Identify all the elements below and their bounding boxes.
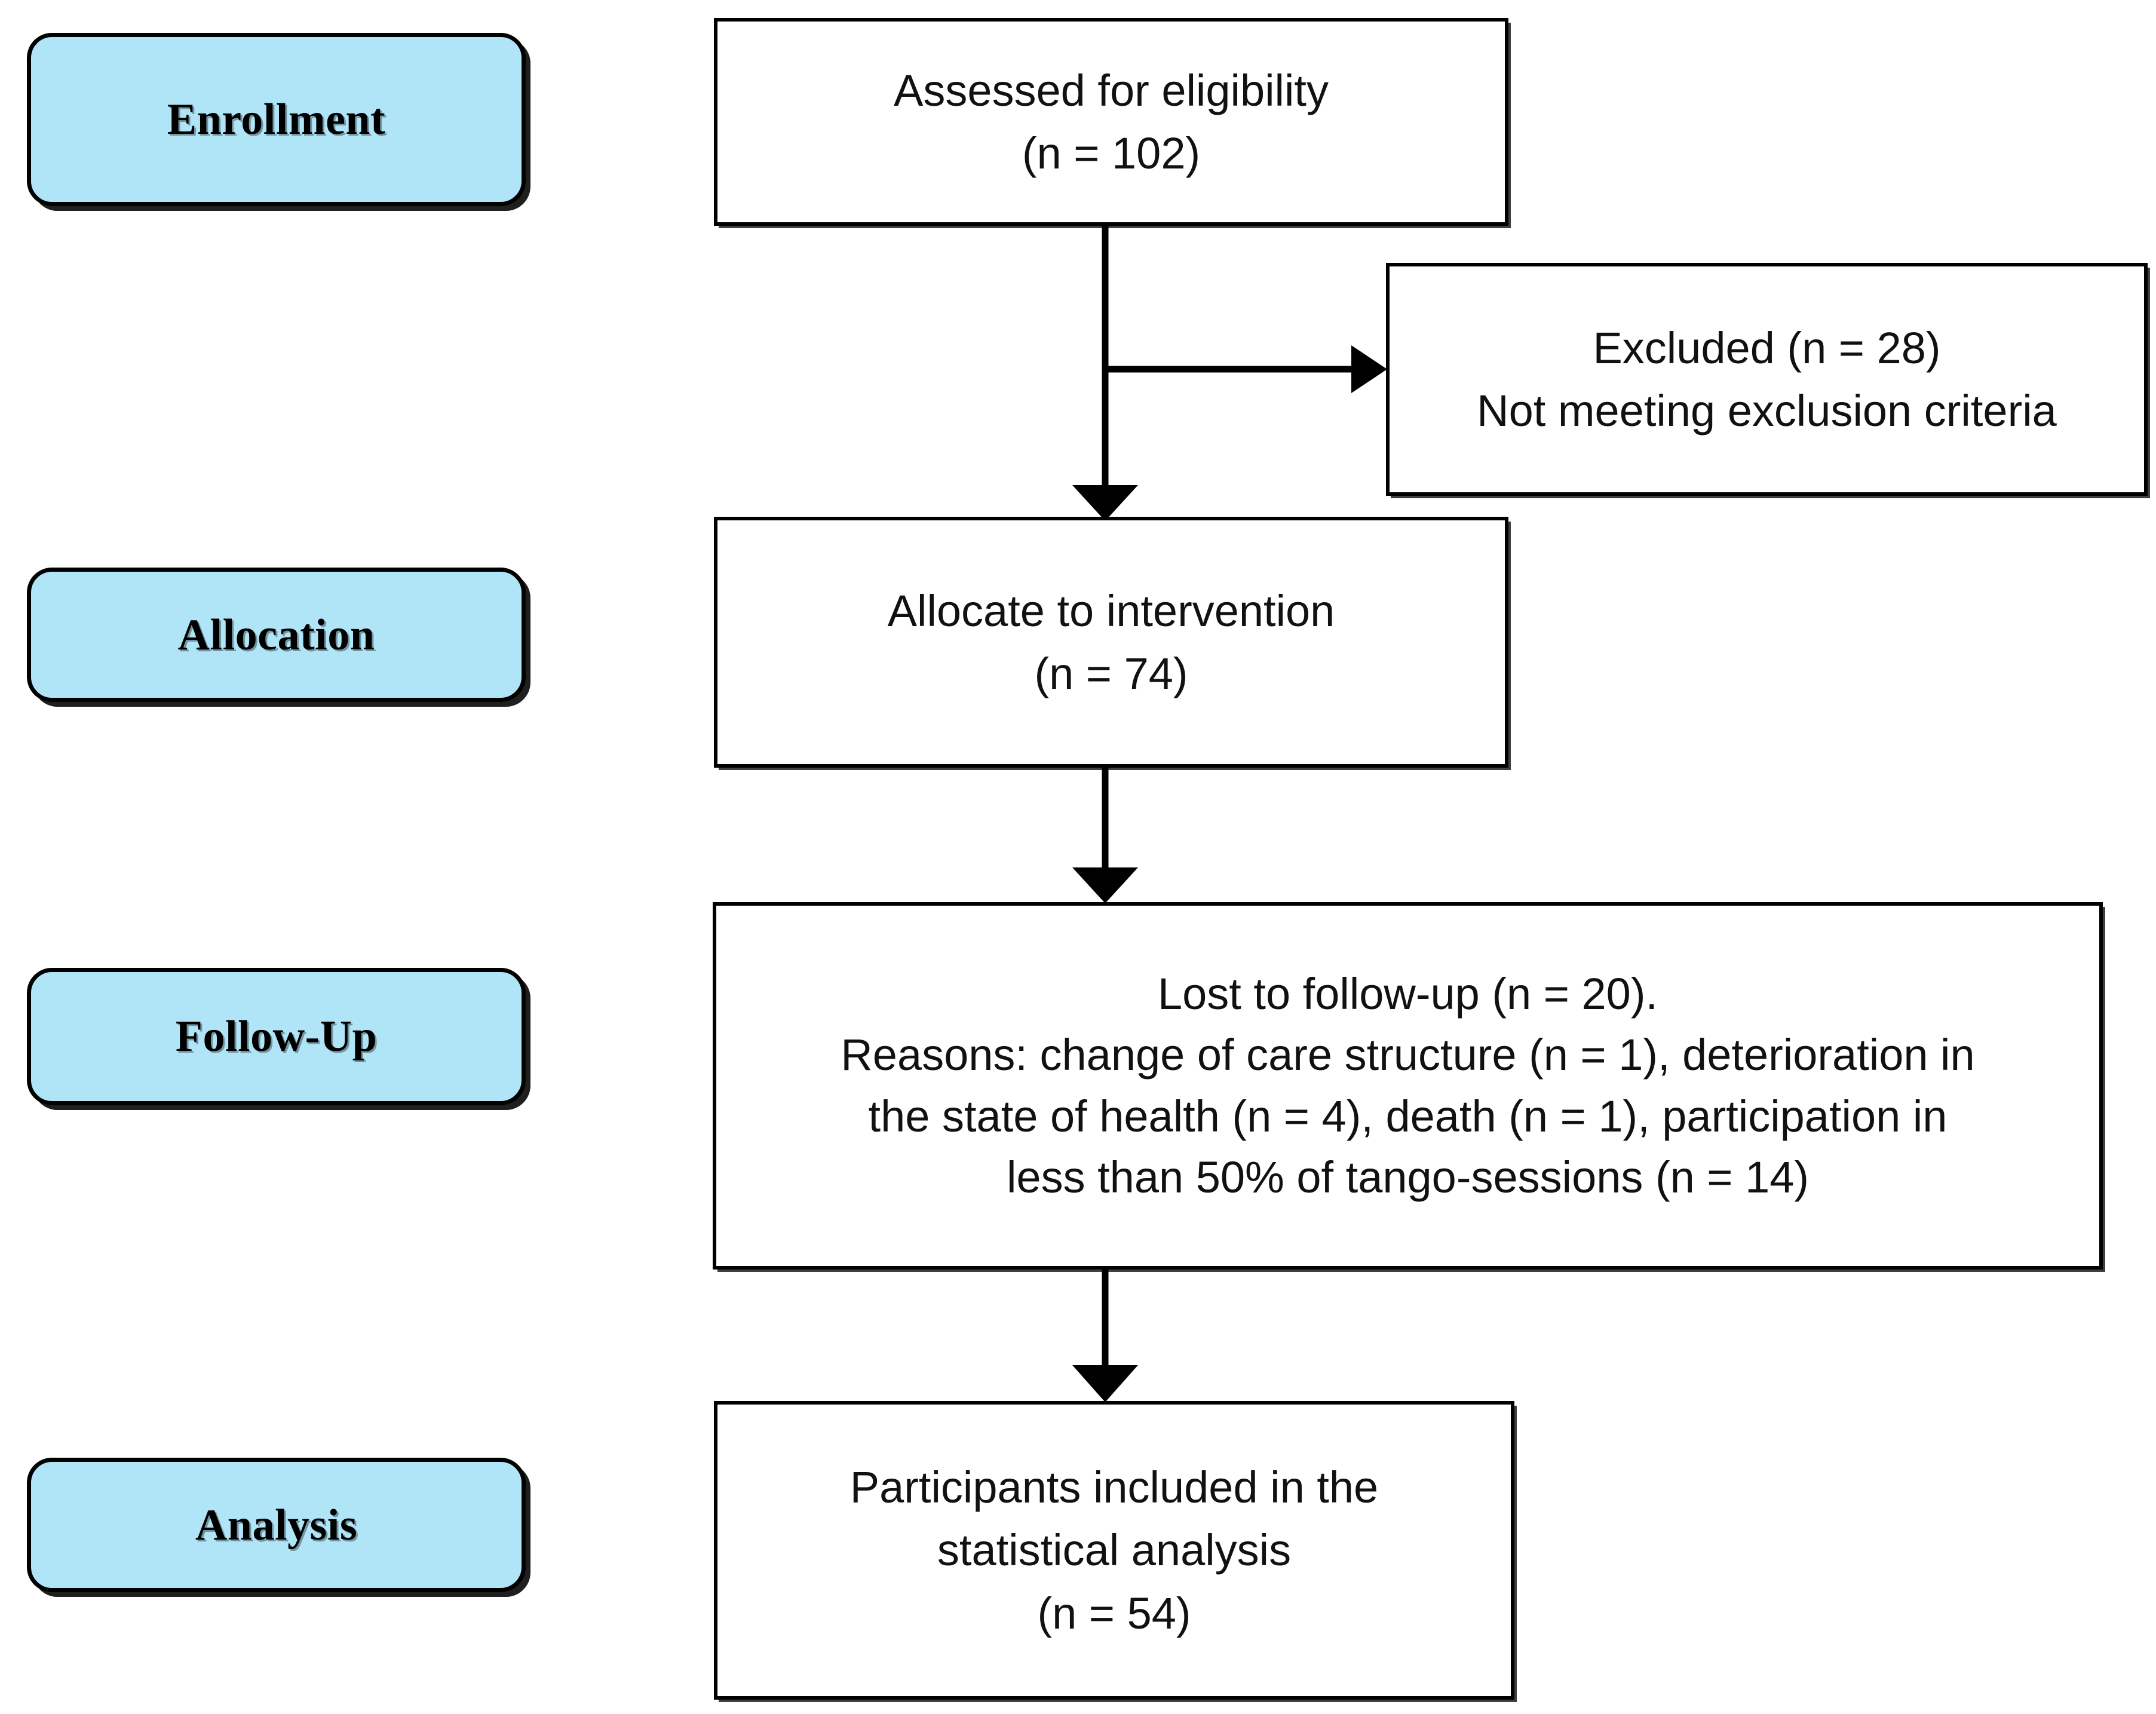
connector-followup-to-analysis (1072, 1270, 1138, 1402)
analysis-box-text: Participants included in the statistical… (837, 1456, 1391, 1644)
allocate-line-2: (n = 74) (1034, 649, 1188, 698)
flow-box-assessed-for-eligibility: Assessed for eligibility (n = 102) (714, 18, 1508, 226)
allocate-box-text: Allocate to intervention (n = 74) (875, 579, 1348, 705)
followup-line-3: the state of health (n = 4), death (n = … (868, 1091, 1948, 1141)
excluded-line-1: Excluded (n = 28) (1593, 323, 1941, 373)
flow-box-lost-to-follow-up: Lost to follow-up (n = 20). Reasons: cha… (713, 902, 2103, 1270)
stage-label-analysis: Analysis (27, 1458, 526, 1592)
analysis-line-1: Participants included in the (849, 1462, 1379, 1513)
assessed-box-text: Assessed for eligibility (n = 102) (881, 59, 1342, 185)
followup-line-2: Reasons: change of care structure (n = 1… (841, 1030, 1975, 1080)
stage-label-enrollment-text: Enrollment (167, 95, 386, 144)
assessed-line-2: (n = 102) (1022, 128, 1201, 178)
stage-label-follow-up: Follow-Up (27, 968, 526, 1105)
flow-box-participants-included-in-analysis: Participants included in the statistical… (714, 1401, 1514, 1700)
connector-allocate-to-followup (1072, 768, 1138, 903)
analysis-line-3: (n = 54) (1037, 1588, 1191, 1638)
stage-label-allocation-text: Allocation (177, 610, 375, 660)
stage-label-analysis-text: Analysis (195, 1500, 358, 1550)
connector-assessed-to-allocate (1072, 226, 1138, 521)
stage-label-allocation: Allocation (27, 568, 526, 702)
stage-label-enrollment: Enrollment (27, 33, 526, 206)
followup-line-4: less than 50% of tango-sessions (n = 14) (1006, 1152, 1810, 1202)
followup-box-text: Lost to follow-up (n = 20). Reasons: cha… (827, 964, 1988, 1207)
analysis-line-2: statistical analysis (937, 1525, 1292, 1575)
connector-assessed-to-excluded (1105, 345, 1387, 393)
excluded-box-text: Excluded (n = 28) Not meeting exclusion … (1464, 317, 2070, 442)
assessed-line-1: Assessed for eligibility (894, 65, 1329, 115)
followup-line-1: Lost to follow-up (n = 20). (1157, 969, 1658, 1019)
excluded-line-2: Not meeting exclusion criteria (1477, 386, 2057, 436)
allocate-line-1: Allocate to intervention (887, 585, 1335, 636)
stage-label-follow-up-text: Follow-Up (175, 1012, 378, 1061)
flow-box-allocate-to-intervention: Allocate to intervention (n = 74) (714, 517, 1508, 768)
flow-box-excluded: Excluded (n = 28) Not meeting exclusion … (1386, 263, 2148, 496)
